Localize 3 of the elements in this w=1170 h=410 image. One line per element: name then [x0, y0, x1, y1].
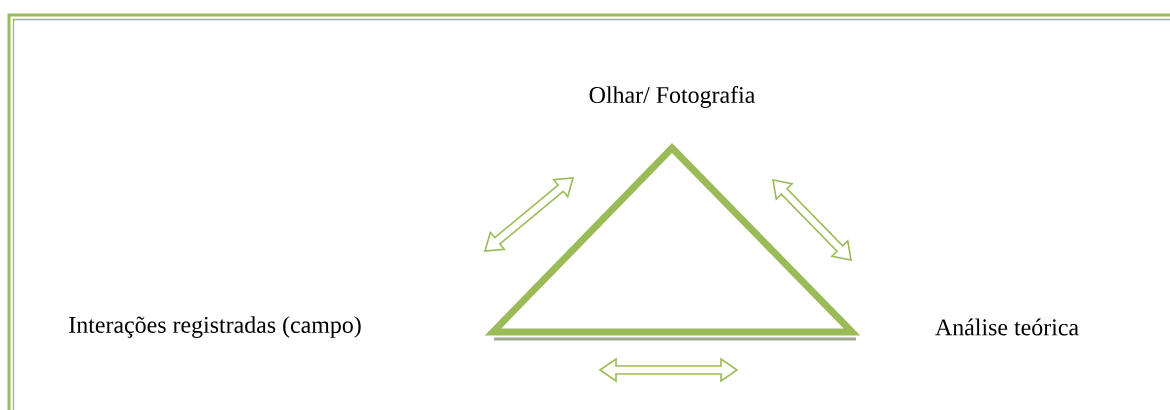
vertex-label: Análise teórica — [935, 318, 1079, 336]
vertex-label: Olhar/ Fotografia — [589, 86, 755, 108]
vertex-label: Interações registradas (campo) — [69, 316, 361, 338]
